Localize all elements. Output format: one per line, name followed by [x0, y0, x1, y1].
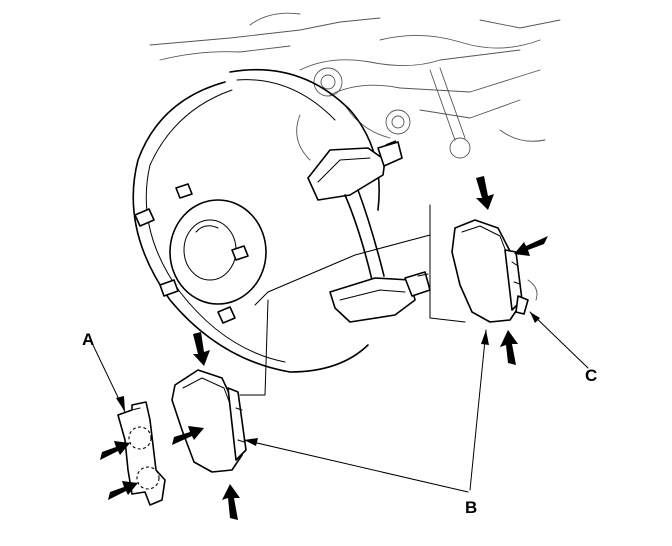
direction-arrow-icon	[100, 176, 548, 520]
brake-rotor	[132, 68, 380, 373]
brake-pad-right	[451, 219, 538, 323]
suspension-background	[149, 12, 561, 161]
wheel-stud	[134, 183, 249, 324]
shim-a	[117, 401, 166, 506]
leader-arrowheads	[116, 312, 540, 446]
label-b: B	[465, 498, 477, 517]
caliper-bracket	[307, 140, 431, 323]
label-a: A	[82, 330, 94, 349]
guide-lines	[239, 204, 466, 396]
brake-pad-left	[171, 369, 247, 473]
label-c: C	[585, 366, 597, 385]
